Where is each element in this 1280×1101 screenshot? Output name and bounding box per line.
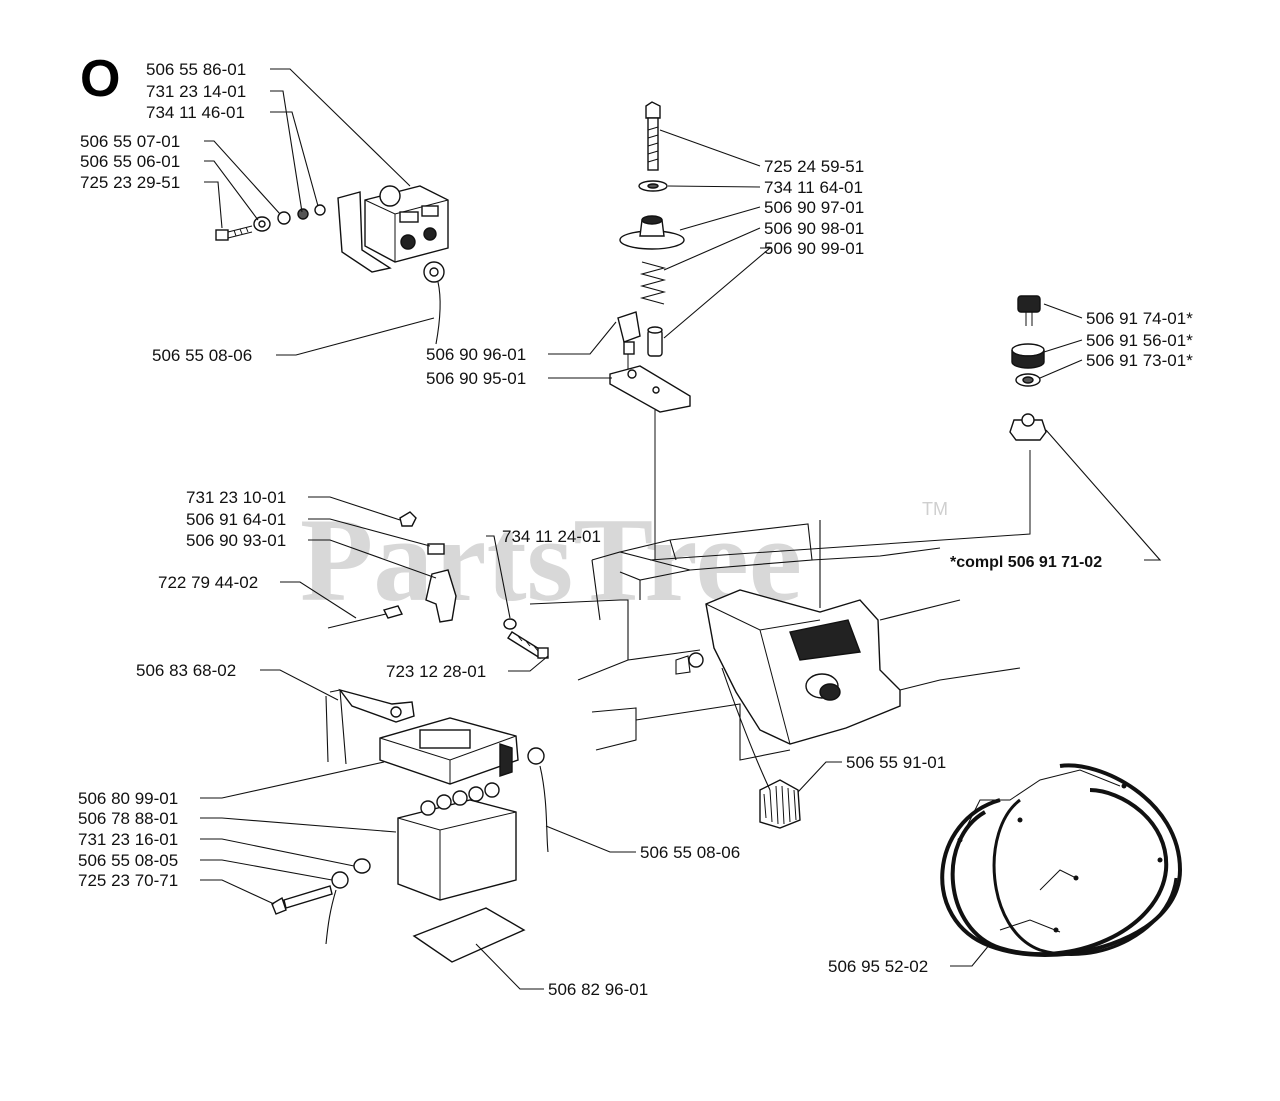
- part-label: 506 83 68-02: [136, 661, 236, 680]
- section-letter: O: [80, 50, 120, 108]
- part-label: 723 12 28-01: [386, 662, 486, 681]
- battery-group-drawing: [271, 688, 549, 963]
- assembly-note: *compl 506 91 71-02: [950, 554, 1102, 571]
- clip-hardware-drawing: [327, 511, 549, 659]
- frame-body-drawing: [529, 520, 1021, 761]
- part-label: 506 91 56-01*: [1086, 331, 1193, 350]
- part-label: 506 82 96-01: [548, 980, 648, 999]
- part-number-labels: 506 55 86-01 731 23 14-01 734 11 46-01 5…: [78, 60, 1193, 999]
- spring-clip-drawing: [721, 667, 801, 829]
- part-label: 734 11 64-01: [764, 178, 863, 197]
- part-label: 506 55 91-01: [846, 753, 946, 772]
- trademark-mark: TM: [922, 499, 948, 519]
- part-label: 506 55 07-01: [80, 132, 180, 151]
- part-label: 506 90 99-01: [764, 239, 864, 258]
- part-label: 506 91 73-01*: [1086, 351, 1193, 370]
- part-label: 506 90 96-01: [426, 345, 526, 364]
- part-label: 725 24 59-51: [764, 157, 864, 176]
- mount-stack-drawing: [609, 101, 691, 560]
- leader-lines: [200, 68, 1162, 990]
- part-label: 506 55 06-01: [80, 152, 180, 171]
- part-label: 506 90 97-01: [764, 198, 864, 217]
- part-label: 506 55 08-06: [152, 346, 252, 365]
- part-label: 506 80 99-01: [78, 789, 178, 808]
- solenoid-assembly-drawing: [215, 185, 449, 345]
- part-label: 731 23 14-01: [146, 82, 246, 101]
- part-label: 506 91 64-01: [186, 510, 286, 529]
- part-label: 506 78 88-01: [78, 809, 178, 828]
- part-label: 731 23 16-01: [78, 830, 178, 849]
- part-label: 506 95 52-02: [828, 957, 928, 976]
- part-label: 725 23 70-71: [78, 871, 178, 890]
- part-label: 506 90 93-01: [186, 531, 286, 550]
- part-label: 506 55 08-06: [640, 843, 740, 862]
- part-label: 725 23 29-51: [80, 173, 180, 192]
- part-label: 506 55 08-05: [78, 851, 178, 870]
- part-label: 731 23 10-01: [186, 488, 286, 507]
- part-label: 506 55 86-01: [146, 60, 246, 79]
- part-label: 506 91 74-01*: [1086, 309, 1193, 328]
- part-label: 506 90 95-01: [426, 369, 526, 388]
- part-label: 734 11 24-01: [502, 527, 601, 546]
- part-label: 506 90 98-01: [764, 219, 864, 238]
- part-label: 722 79 44-02: [158, 573, 258, 592]
- wiring-harness-drawing: [940, 763, 1183, 957]
- part-label: 734 11 46-01: [146, 103, 245, 122]
- ignition-switch-drawing: [649, 295, 1047, 561]
